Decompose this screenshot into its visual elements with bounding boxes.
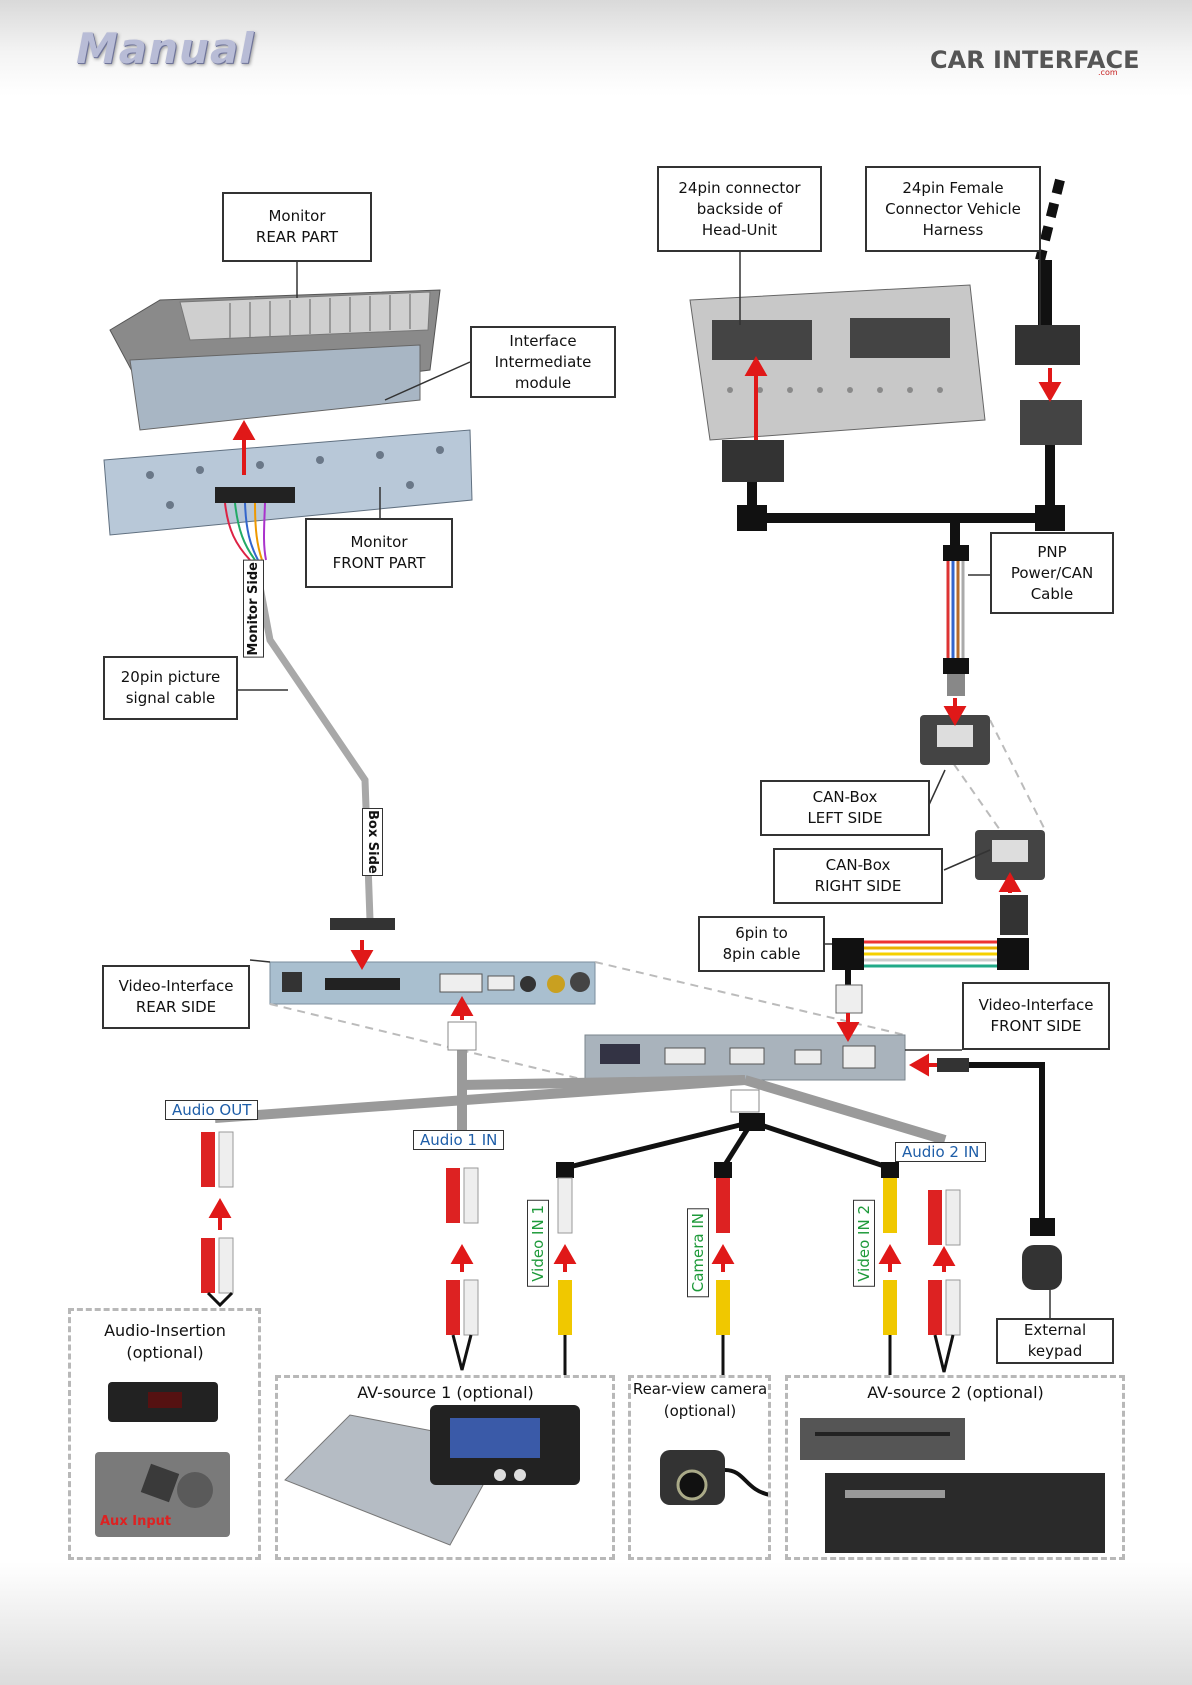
label-picture-cable: 20pin picture signal cable bbox=[103, 656, 238, 720]
logo-text: CAR INTERFACE bbox=[930, 46, 1140, 74]
port-audio1-in: Audio 1 IN bbox=[413, 1130, 505, 1150]
video-interface-front-image bbox=[584, 1034, 906, 1081]
port-video-in1: Video IN 1 bbox=[527, 1200, 549, 1287]
label-pin-cable: 6pin to 8pin cable bbox=[698, 916, 825, 972]
port-audio2-in: Audio 2 IN bbox=[895, 1142, 987, 1162]
area-av-source2 bbox=[785, 1375, 1125, 1560]
brand-logo: CAR INTERFACE .com bbox=[930, 40, 1140, 80]
port-video-in2: Video IN 2 bbox=[853, 1200, 875, 1287]
port-audio-out: Audio OUT bbox=[165, 1100, 259, 1120]
page-title: Manual bbox=[76, 24, 255, 73]
av-source1-image bbox=[284, 1405, 580, 1546]
can-box-image bbox=[920, 715, 1045, 880]
label-audio-insertion: Audio-Insertion (optional) bbox=[104, 1321, 226, 1362]
label-canbox-left: CAN-Box LEFT SIDE bbox=[760, 780, 930, 836]
monitor-rear-image bbox=[109, 289, 441, 431]
area-rear-camera bbox=[628, 1375, 771, 1560]
label-av-source1: AV-source 1 (optional) bbox=[357, 1383, 534, 1402]
label-connector-headunit: 24pin connector backside of Head-Unit bbox=[657, 166, 822, 252]
rear-camera-image bbox=[660, 1450, 771, 1505]
port-camera-in: Camera IN bbox=[687, 1208, 709, 1298]
label-monitor-rear: Monitor REAR PART bbox=[222, 192, 372, 262]
footer-band bbox=[0, 1562, 1192, 1685]
label-monitor-front: Monitor FRONT PART bbox=[305, 518, 453, 588]
area-av-source1 bbox=[275, 1375, 615, 1560]
label-video-front: Video-Interface FRONT SIDE bbox=[962, 982, 1110, 1050]
header-band bbox=[0, 0, 1192, 96]
audio-insertion-image bbox=[95, 1382, 230, 1537]
label-pnp-cable: PNP Power/CAN Cable bbox=[990, 532, 1114, 614]
label-interface-module: Interface Intermediate module bbox=[470, 326, 616, 398]
cable-label-monitor-side: Monitor Side bbox=[243, 560, 264, 658]
label-canbox-right: CAN-Box RIGHT SIDE bbox=[773, 848, 943, 904]
label-aux-input: Aux Input bbox=[100, 1514, 172, 1529]
av-source2-image bbox=[800, 1418, 1105, 1553]
label-external-keypad: External keypad bbox=[996, 1318, 1114, 1364]
label-connector-female: 24pin Female Connector Vehicle Harness bbox=[865, 166, 1041, 252]
area-audio-insertion bbox=[68, 1308, 261, 1560]
head-unit-image bbox=[689, 284, 986, 441]
video-interface-rear-image bbox=[269, 961, 596, 1005]
label-video-rear: Video-Interface REAR SIDE bbox=[102, 965, 250, 1029]
cable-label-box-side: Box Side bbox=[362, 808, 383, 876]
label-rear-camera: Rear-view camera (optional) bbox=[632, 1380, 768, 1420]
logo-suffix: .com bbox=[1098, 68, 1118, 77]
label-av-source2: AV-source 2 (optional) bbox=[867, 1383, 1044, 1402]
